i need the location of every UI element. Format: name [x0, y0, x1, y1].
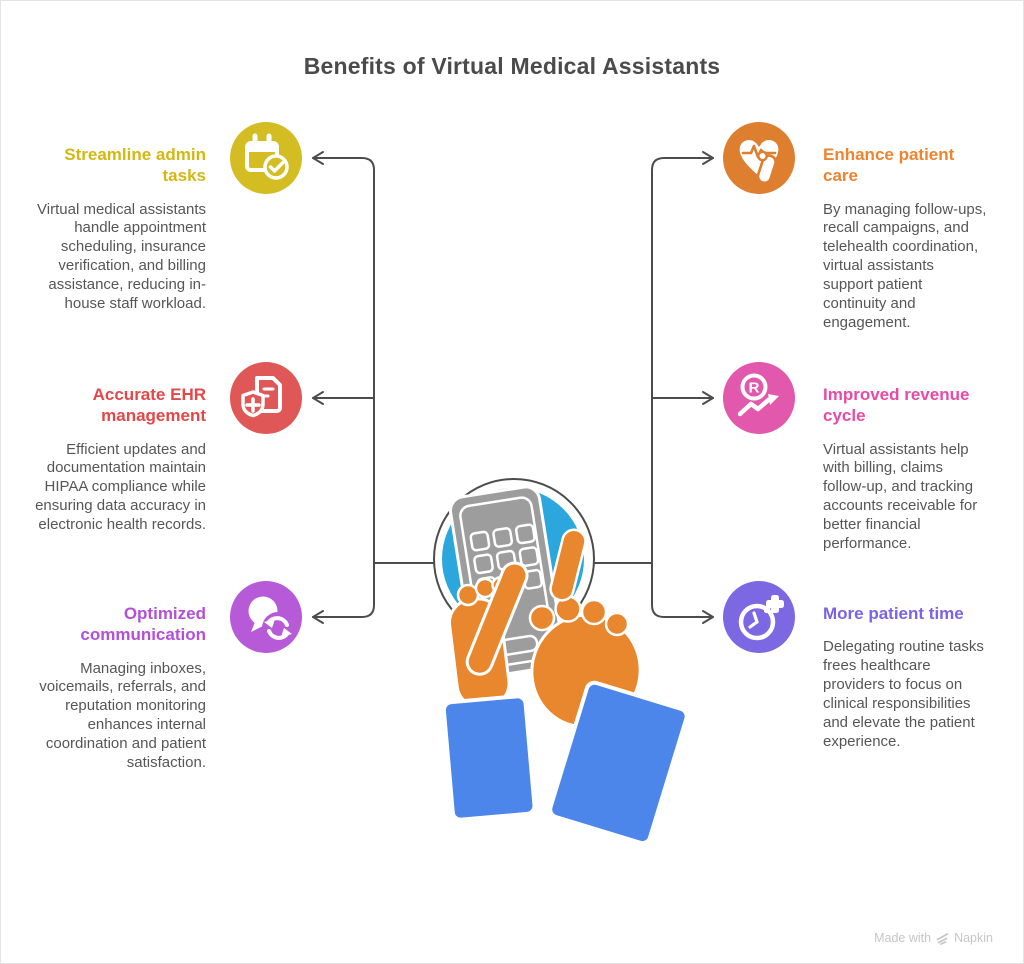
watermark-prefix: Made with	[874, 931, 932, 945]
page-title: Benefits of Virtual Medical Assistants	[303, 53, 721, 79]
benefit-description: Managing inboxes, voicemails, referrals,…	[39, 659, 206, 771]
benefit-description: Virtual medical assistants handle appoin…	[37, 200, 206, 312]
calendar-check-icon	[230, 122, 302, 194]
arrowhead-right-top	[702, 151, 714, 165]
benefit-title: Enhance patient care	[823, 145, 955, 186]
watermark-brand: Napkin	[954, 931, 993, 945]
benefit-title: Optimized communication	[80, 604, 206, 645]
napkin-logo-icon	[936, 933, 949, 945]
arrowhead-left-top	[312, 151, 324, 165]
connector-lines	[312, 151, 714, 624]
benefit-title: Improved revenue cycle	[823, 385, 970, 426]
stopwatch-plus-icon	[723, 581, 795, 653]
document-shield-icon	[230, 362, 302, 434]
arrowhead-right-middle	[702, 391, 714, 405]
benefit-title: Streamline admin tasks	[64, 145, 206, 186]
benefit-description: Efficient updates and documentation main…	[35, 440, 206, 534]
handheld-device	[448, 485, 566, 679]
revenue-chart-icon: R	[723, 362, 795, 434]
outer-ring	[433, 478, 595, 640]
left-hand	[447, 576, 511, 709]
arrowhead-left-middle	[312, 391, 324, 405]
watermark: Made with Napkin	[874, 931, 993, 945]
blue-circle	[442, 488, 584, 630]
sleeves	[441, 680, 689, 846]
benefit-description: Virtual assistants help with billing, cl…	[823, 440, 978, 552]
arrowhead-right-bottom	[702, 610, 714, 624]
benefit-title: Accurate EHR management	[92, 385, 206, 426]
svg-text:R: R	[749, 380, 760, 397]
heart-pulse-hand-icon	[723, 122, 795, 194]
benefit-description: By managing follow-ups, recall campaigns…	[823, 200, 987, 331]
benefit-title: More patient time	[823, 604, 964, 623]
arrowhead-left-bottom	[312, 610, 324, 624]
chat-sync-icon	[230, 581, 302, 653]
center-illustration	[433, 478, 689, 846]
right-hand	[465, 528, 642, 729]
benefit-description: Delegating routine tasks frees healthcar…	[823, 638, 984, 750]
